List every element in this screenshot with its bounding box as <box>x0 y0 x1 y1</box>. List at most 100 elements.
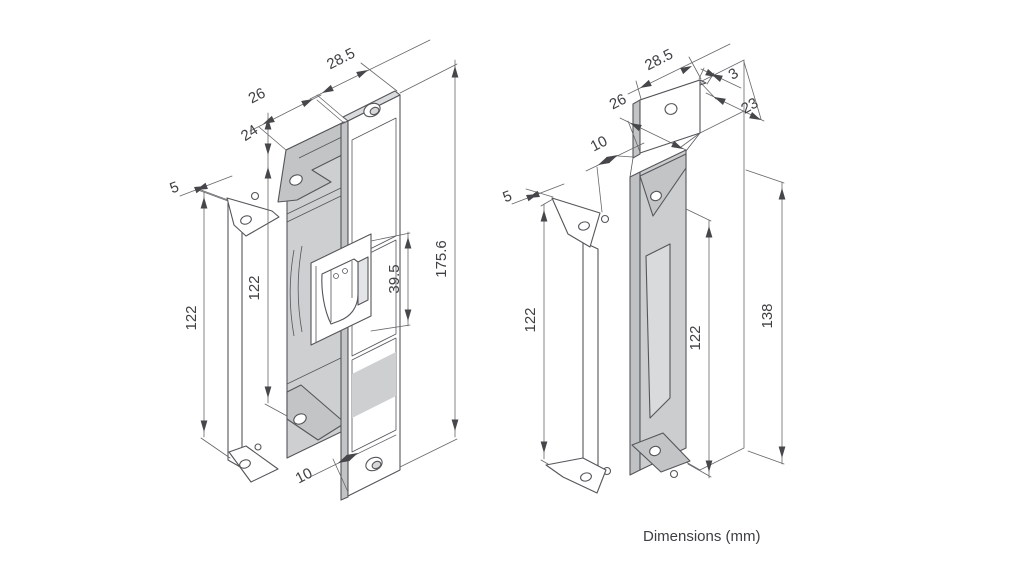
dim-left-bottom-depth: 10 <box>293 434 397 493</box>
dim-arrow <box>712 93 726 105</box>
dim-left-plate-thickness: 5 <box>167 175 233 202</box>
bracket-hole <box>289 174 303 186</box>
plate-flange-top <box>551 197 601 248</box>
dim-label-bottom-depth: 10 <box>293 465 316 488</box>
plate-pin-top <box>600 214 610 224</box>
dim-right-body-height: 122 <box>685 208 713 479</box>
dim-right-plate-height: 122 <box>522 198 554 465</box>
dim-lines <box>685 208 712 479</box>
plate-pin-bottom <box>254 443 262 451</box>
dim-lines <box>540 198 554 465</box>
dim-left-bracket-depth: 26 <box>246 85 345 151</box>
dim-label-bracket-thickness: 3 <box>725 65 741 84</box>
dim-label-body-height: 122 <box>246 275 263 300</box>
gusset-hole-top <box>650 190 662 202</box>
dim-label-plate-thickness: 5 <box>167 178 181 197</box>
dim-arrow <box>320 84 334 97</box>
body-curves <box>289 245 303 337</box>
dim-arrow <box>404 309 412 321</box>
dim-label-offset-depth: 10 <box>588 133 611 156</box>
body-bottom-wedge <box>286 384 346 441</box>
plate-hole-bottom <box>580 472 592 482</box>
dim-label-keeper-height: 39.5 <box>386 264 403 293</box>
dim-label-overall-height: 138 <box>759 303 776 328</box>
latch-pin-1 <box>333 273 339 279</box>
bracket-fold-links <box>629 132 701 178</box>
dim-label-box-depth: 23 <box>738 95 761 118</box>
wedge-through-window <box>352 352 396 418</box>
dim-label-faceplate-height: 175.6 <box>433 240 450 278</box>
dim-label-bracket-depth: 26 <box>607 91 630 114</box>
plate-flange-top <box>226 197 280 237</box>
dim-label-top-width: 28.5 <box>642 46 676 74</box>
dim-arrow <box>671 140 685 153</box>
dim-label-bracket-depth: 26 <box>246 85 269 108</box>
right-strike-body <box>629 59 745 479</box>
dim-arrow <box>264 386 272 398</box>
latch-lines <box>330 261 353 322</box>
plate-strip <box>582 241 599 467</box>
dim-arrow <box>778 188 786 200</box>
dim-left-keeper-height: 39.5 <box>370 231 412 332</box>
dim-left-plate-height: 122 <box>183 189 231 459</box>
dim-right-bracket-thickness: 3 <box>698 65 742 89</box>
plate-flange-bottom <box>228 445 279 483</box>
body-inset-panel <box>645 243 671 419</box>
dim-arrow <box>404 237 412 249</box>
dim-arrow <box>200 197 208 209</box>
latch-pin-2 <box>342 268 348 274</box>
body-bottom-gusset <box>631 432 691 473</box>
dim-right-offset-depth: 10 <box>585 133 645 213</box>
bracket-side <box>632 99 641 159</box>
dim-left-faceplate-height: 175.6 <box>399 59 459 468</box>
plate-flange-bottom <box>545 457 607 494</box>
dim-lines <box>200 189 231 459</box>
dim-arrow <box>264 167 272 179</box>
wedge-hole <box>293 413 307 425</box>
right-assembly: 28.5 3 26 23 10 <box>500 43 786 494</box>
dim-arrow <box>638 79 652 92</box>
dim-arrow <box>705 226 713 238</box>
plate-hole-top <box>578 221 590 231</box>
dim-label-top-width: 28.5 <box>324 45 358 73</box>
dim-arrow <box>778 446 786 458</box>
body-fold-lines <box>286 185 346 385</box>
dim-label-plate-height: 122 <box>183 305 200 330</box>
left-keeper-latch <box>310 233 372 346</box>
dim-label-plate-thickness: 5 <box>500 187 514 206</box>
dim-label-body-offset: 24 <box>238 122 261 145</box>
body-side <box>629 171 641 476</box>
dim-right-bracket-depth: 26 <box>607 91 701 153</box>
dim-lines <box>264 112 288 417</box>
plate-hole-bottom <box>239 459 251 469</box>
mortise-box-outline <box>682 59 745 471</box>
dim-arrow <box>540 441 548 453</box>
dim-right-box-depth: 23 <box>699 61 765 124</box>
dim-right-overall-height: 138 <box>745 169 786 465</box>
screw-hole-bottom-inner <box>371 460 382 470</box>
dim-lines <box>399 59 458 468</box>
caption-dimensions-mm: Dimensions (mm) <box>643 528 761 545</box>
dim-left-body-offset-and-height: 24 122 <box>238 112 288 417</box>
keeper-side-wall <box>357 256 369 306</box>
left-mounting-plate <box>226 191 280 483</box>
plate-hole-top <box>240 215 252 225</box>
faceplate-window-lower <box>351 337 397 453</box>
dim-left-top-width: 28.5 <box>309 39 431 119</box>
bracket-hole <box>664 103 678 115</box>
dim-arrow <box>200 420 208 432</box>
left-assembly: 28.5 26 24 122 5 122 <box>167 39 459 501</box>
dim-arrow <box>451 419 459 431</box>
dim-arrow <box>680 62 694 75</box>
right-mounting-plate <box>545 197 612 494</box>
plate-strip <box>227 202 243 469</box>
plate-pin-top <box>250 191 260 201</box>
dim-label-plate-height: 122 <box>522 307 539 332</box>
dim-label-body-height: 122 <box>687 325 704 350</box>
body-pin-bottom <box>669 469 679 479</box>
gusset-hole-bottom <box>649 445 661 457</box>
dim-arrow <box>451 66 459 78</box>
dim-arrow <box>264 143 272 155</box>
